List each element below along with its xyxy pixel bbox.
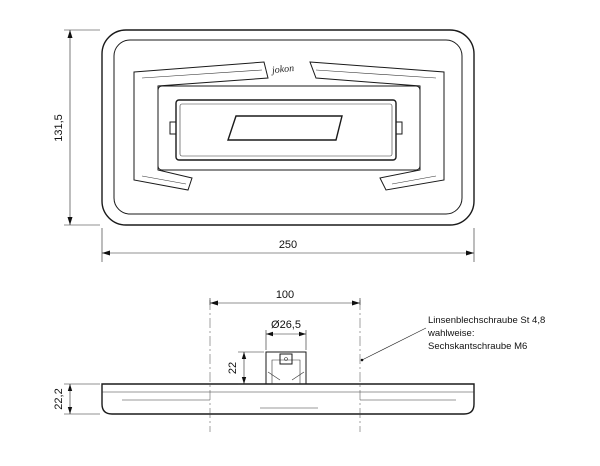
lens-frame-outer	[157, 85, 421, 171]
side-view: 100 Ø26,5 22 22,2 Linsenblechschraube St…	[53, 289, 545, 432]
note-hex-screw: Sechskantschraube M6	[428, 341, 527, 352]
note-alternative: wahlweise:	[427, 328, 474, 339]
lens-frame-inner	[175, 99, 397, 161]
total-height-dimension-label: 22,2	[53, 388, 65, 409]
right-wing	[309, 61, 445, 191]
bracket-height-dimension-label: 22	[227, 362, 239, 374]
mounting-bracket	[265, 351, 307, 384]
note-screw-type: Linsenblechschraube St 4,8	[428, 315, 545, 326]
housing-outline	[101, 29, 475, 226]
left-wing	[133, 61, 269, 191]
width-dimension-label: 250	[279, 239, 297, 251]
housing-inner-outline	[113, 39, 463, 215]
height-dimension-label: 131,5	[53, 114, 65, 142]
lens-window	[227, 115, 343, 141]
brand-logo: jokon	[269, 63, 294, 76]
mount-stud	[279, 353, 293, 365]
right-tab	[395, 121, 403, 135]
left-tab	[169, 121, 177, 135]
note-leader-line	[361, 327, 427, 361]
spacing-dimension-label: 100	[276, 289, 294, 301]
diameter-dimension-label: Ø26,5	[271, 319, 301, 331]
base-plate	[101, 383, 475, 415]
top-view: jokon 131,5 250	[53, 29, 475, 262]
